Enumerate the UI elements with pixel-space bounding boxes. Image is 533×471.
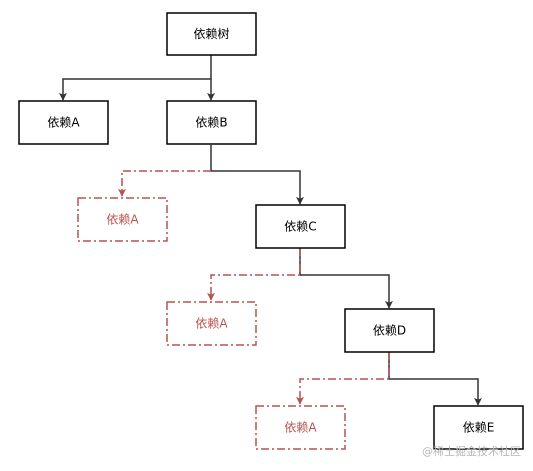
- node-label-b: 依赖B: [195, 115, 227, 130]
- edge-d-to-e: [388, 352, 482, 406]
- edge-c-to-d: [299, 248, 393, 309]
- node-label-a-duplicate-1: 依赖A: [106, 212, 139, 227]
- edge-b-to-c: [210, 145, 304, 205]
- node-dependency-a-duplicate-2: 依赖A: [166, 301, 257, 346]
- node-dependency-a: 依赖A: [18, 100, 109, 145]
- node-dependency-e: 依赖E: [433, 405, 524, 450]
- edge-d-to-a-duplicate: [296, 352, 390, 405]
- node-dependency-d: 依赖D: [344, 308, 435, 353]
- node-label-a-duplicate-2: 依赖A: [195, 316, 228, 331]
- node-dependency-c: 依赖C: [255, 204, 346, 249]
- node-dependency-a-duplicate-1: 依赖A: [77, 197, 168, 242]
- node-label-a-duplicate-3: 依赖A: [284, 420, 317, 435]
- node-label-a: 依赖A: [47, 115, 80, 130]
- node-label-e: 依赖E: [463, 420, 495, 435]
- watermark: @稀土掘金技术社区: [422, 445, 521, 458]
- node-label-d: 依赖D: [373, 323, 406, 338]
- edge-root-to-a: [59, 55, 212, 101]
- edge-b-to-a-duplicate: [118, 170, 211, 197]
- node-dependency-a-duplicate-3: 依赖A: [255, 405, 346, 450]
- edge-c-to-a-duplicate: [207, 248, 301, 301]
- node-label-c: 依赖C: [284, 219, 316, 234]
- node-dependency-b: 依赖B: [166, 100, 257, 145]
- node-label-root: 依赖树: [193, 26, 229, 41]
- node-dependency-tree: 依赖树: [166, 12, 257, 56]
